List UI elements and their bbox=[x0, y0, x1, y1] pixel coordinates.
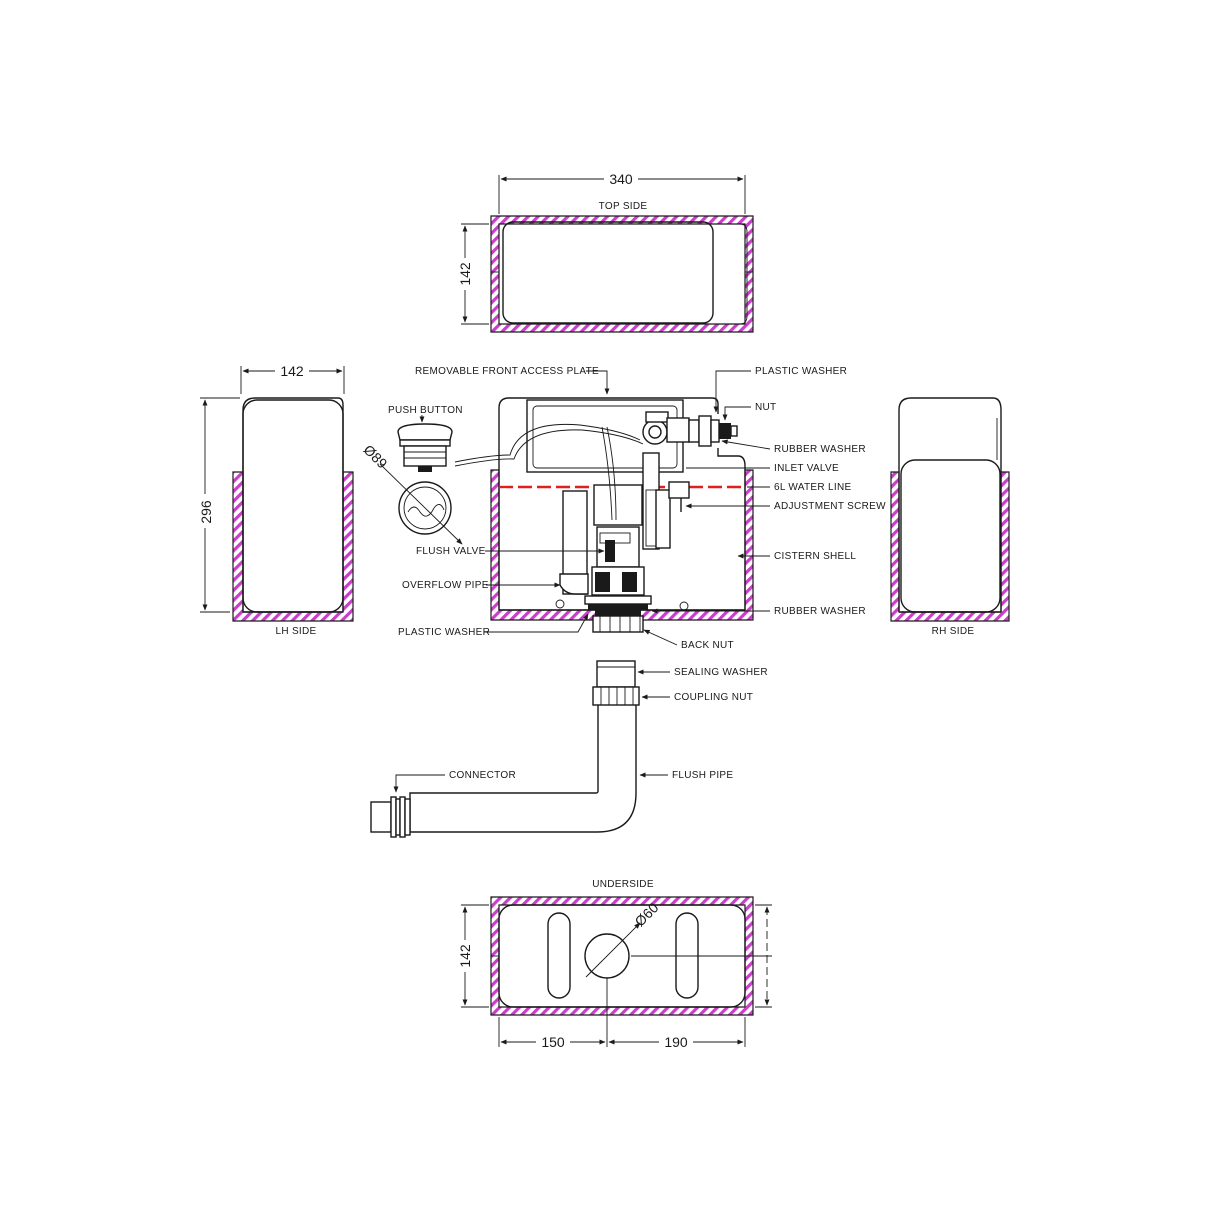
dim-lh-depth: 142 bbox=[280, 363, 304, 379]
flush-pipe-assembly: SEALING WASHER COUPLING NUT FLUSH PIPE C… bbox=[370, 660, 768, 838]
cistern-front-view bbox=[454, 397, 754, 633]
view-label-top: TOP SIDE bbox=[599, 201, 648, 212]
label-connector: CONNECTOR bbox=[449, 770, 516, 781]
label-push-button: PUSH BUTTON bbox=[388, 405, 463, 416]
view-label-lh: LH SIDE bbox=[275, 626, 316, 637]
lh-side-view: 142 296 LH SIDE bbox=[197, 363, 354, 637]
top-side-view: 340 TOP SIDE 142 bbox=[456, 171, 754, 333]
dim-top-width: 340 bbox=[609, 171, 633, 187]
dim-under-right: 190 bbox=[664, 1034, 688, 1050]
label-adjustment-screw: ADJUSTMENT SCREW bbox=[774, 501, 886, 512]
dim-button-dia: Ø89 bbox=[361, 441, 391, 471]
label-water-line: 6L WATER LINE bbox=[774, 482, 851, 493]
label-coupling-nut: COUPLING NUT bbox=[674, 692, 753, 703]
cistern-labels: REMOVABLE FRONT ACCESS PLATE PLASTIC WAS… bbox=[398, 366, 886, 651]
dim-lh-height: 296 bbox=[198, 500, 214, 524]
dim-top-depth: 142 bbox=[457, 262, 473, 286]
label-flush-pipe: FLUSH PIPE bbox=[672, 770, 733, 781]
label-rubber-washer-bottom: RUBBER WASHER bbox=[774, 606, 866, 617]
view-label-rh: RH SIDE bbox=[932, 626, 975, 637]
label-plastic-washer-top: PLASTIC WASHER bbox=[755, 366, 847, 377]
view-label-underside: UNDERSIDE bbox=[592, 879, 654, 890]
label-flush-valve: FLUSH VALVE bbox=[416, 546, 486, 557]
label-overflow-pipe: OVERFLOW PIPE bbox=[402, 580, 489, 591]
label-plastic-washer-bottom: PLASTIC WASHER bbox=[398, 627, 490, 638]
dim-under-depth: 142 bbox=[457, 944, 473, 968]
label-sealing-washer: SEALING WASHER bbox=[674, 667, 768, 678]
label-removable-plate: REMOVABLE FRONT ACCESS PLATE bbox=[415, 366, 599, 377]
label-cistern-shell: CISTERN SHELL bbox=[774, 551, 856, 562]
label-back-nut: BACK NUT bbox=[681, 640, 734, 651]
label-nut: NUT bbox=[755, 402, 776, 413]
label-inlet-valve: INLET VALVE bbox=[774, 463, 839, 474]
dim-under-left: 150 bbox=[541, 1034, 565, 1050]
rh-side-view: RH SIDE bbox=[890, 397, 1010, 637]
underside-view: Ø60 UNDERSIDE 142 150 190 bbox=[456, 879, 772, 1050]
label-rubber-washer-top: RUBBER WASHER bbox=[774, 444, 866, 455]
push-button-assembly: PUSH BUTTON Ø89 bbox=[361, 405, 463, 545]
